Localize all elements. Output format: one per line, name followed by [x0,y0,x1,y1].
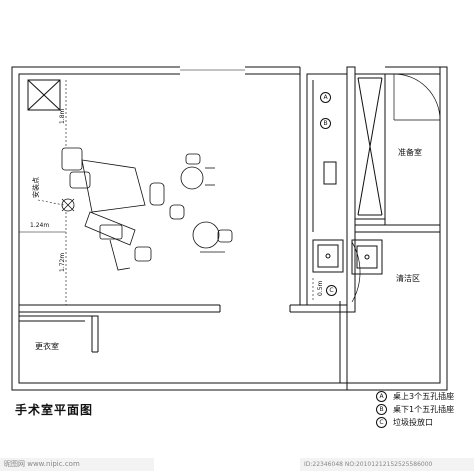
plan-title: 手术室平面图 [15,403,94,417]
changing-room-wall [19,315,99,353]
main-room-wall [19,74,347,313]
watermark-right: ID:22346048 NO:20101212152525586000 [300,458,474,471]
legend-item-c: C 垃圾投放口 [376,416,454,429]
prep-room-label: 准备室 [398,148,422,157]
dim-1-8m: 1.8m [59,108,66,124]
cleaning-area-label: 清洁区 [396,274,420,283]
legend: A 桌上3个五孔插座 B 桌下1个五孔插座 C 垃圾投放口 [376,390,454,429]
legend-item-b: B 桌下1个五孔插座 [376,403,454,416]
dim-0-5m: 0.5m [317,280,324,296]
legend-item-a: A 桌上3个五孔插座 [376,390,454,403]
dimension-lines [19,80,314,305]
legend-text-a: 桌上3个五孔插座 [393,392,455,401]
legend-symbol-a: A [376,391,387,402]
dim-1-72m: 1.72m [59,252,66,272]
dim-1-24m: 1.24m [30,222,50,229]
marker-b: B [320,118,331,129]
storage-box [27,79,61,111]
outer-wall [11,66,348,391]
marker-a: A [320,92,331,103]
install-point-label: 安装点 [32,177,40,198]
watermark-left: 昵图网 www.nipic.com [0,458,154,471]
legend-text-c: 垃圾投放口 [393,418,433,427]
legend-text-b: 桌下1个五孔插座 [393,405,455,414]
right-door-arc [393,73,441,121]
right-rooms-wall [340,66,448,391]
dental-chair [61,147,185,271]
legend-symbol-c: C [376,417,387,428]
legend-symbol-b: B [376,404,387,415]
changing-room-label: 更衣室 [35,342,59,351]
cleaning-door-arc [351,241,361,303]
storage-column [306,66,386,313]
marker-c: C [326,285,337,296]
sink-unit-main [312,239,344,273]
sink-unit-cleaning [351,239,383,275]
dentist-stool-1 [180,153,215,190]
dentist-stool-2 [192,221,233,253]
wall-cabinet [312,80,337,232]
